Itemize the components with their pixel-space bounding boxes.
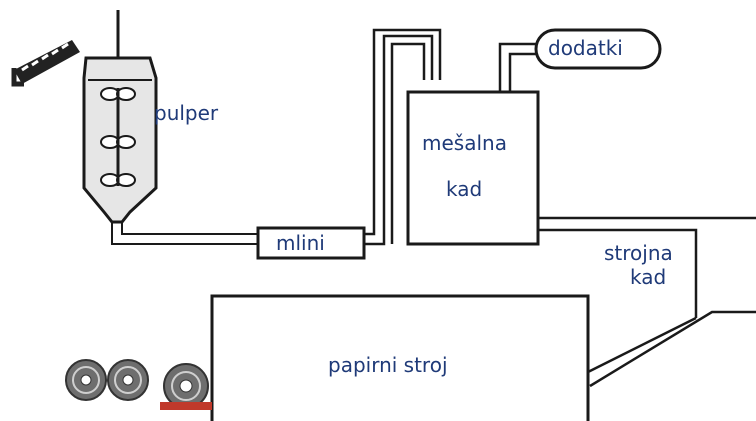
dodatki-box <box>534 28 662 70</box>
roller-3 <box>160 363 212 410</box>
paper-rollers <box>65 359 212 410</box>
pipe-dodatki-to-mesalna <box>498 42 536 92</box>
papirni-stroj-box <box>210 294 590 421</box>
strojna-kad-label-2: kad <box>630 265 666 289</box>
mesalna-kad-label-2: kad <box>446 177 482 201</box>
roller-2 <box>107 359 149 401</box>
papirni-stroj-label: papirni stroj <box>328 353 448 377</box>
pipe-mesalna-to-strojna <box>538 216 756 318</box>
dodatki-label: dodatki <box>548 36 623 60</box>
mesalna-kad-box <box>406 90 540 246</box>
pulper-label: pulper <box>154 101 219 125</box>
strojna-kad-label-1: strojna <box>604 241 673 265</box>
roller-3-base <box>160 402 212 410</box>
feed-conveyor <box>11 40 80 87</box>
pipe-strojna-to-papirni-stroj <box>587 310 756 388</box>
mlini-label: mlini <box>276 231 325 255</box>
mesalna-kad-label-1: mešalna <box>422 131 507 155</box>
pipe-mlini-to-mesalna <box>364 28 442 246</box>
roller-1 <box>65 359 107 401</box>
mlini-box <box>256 226 366 260</box>
pipe-pulper-to-mlini <box>111 222 258 245</box>
pulper-blades <box>100 87 136 187</box>
pulper-vessel <box>82 10 158 224</box>
